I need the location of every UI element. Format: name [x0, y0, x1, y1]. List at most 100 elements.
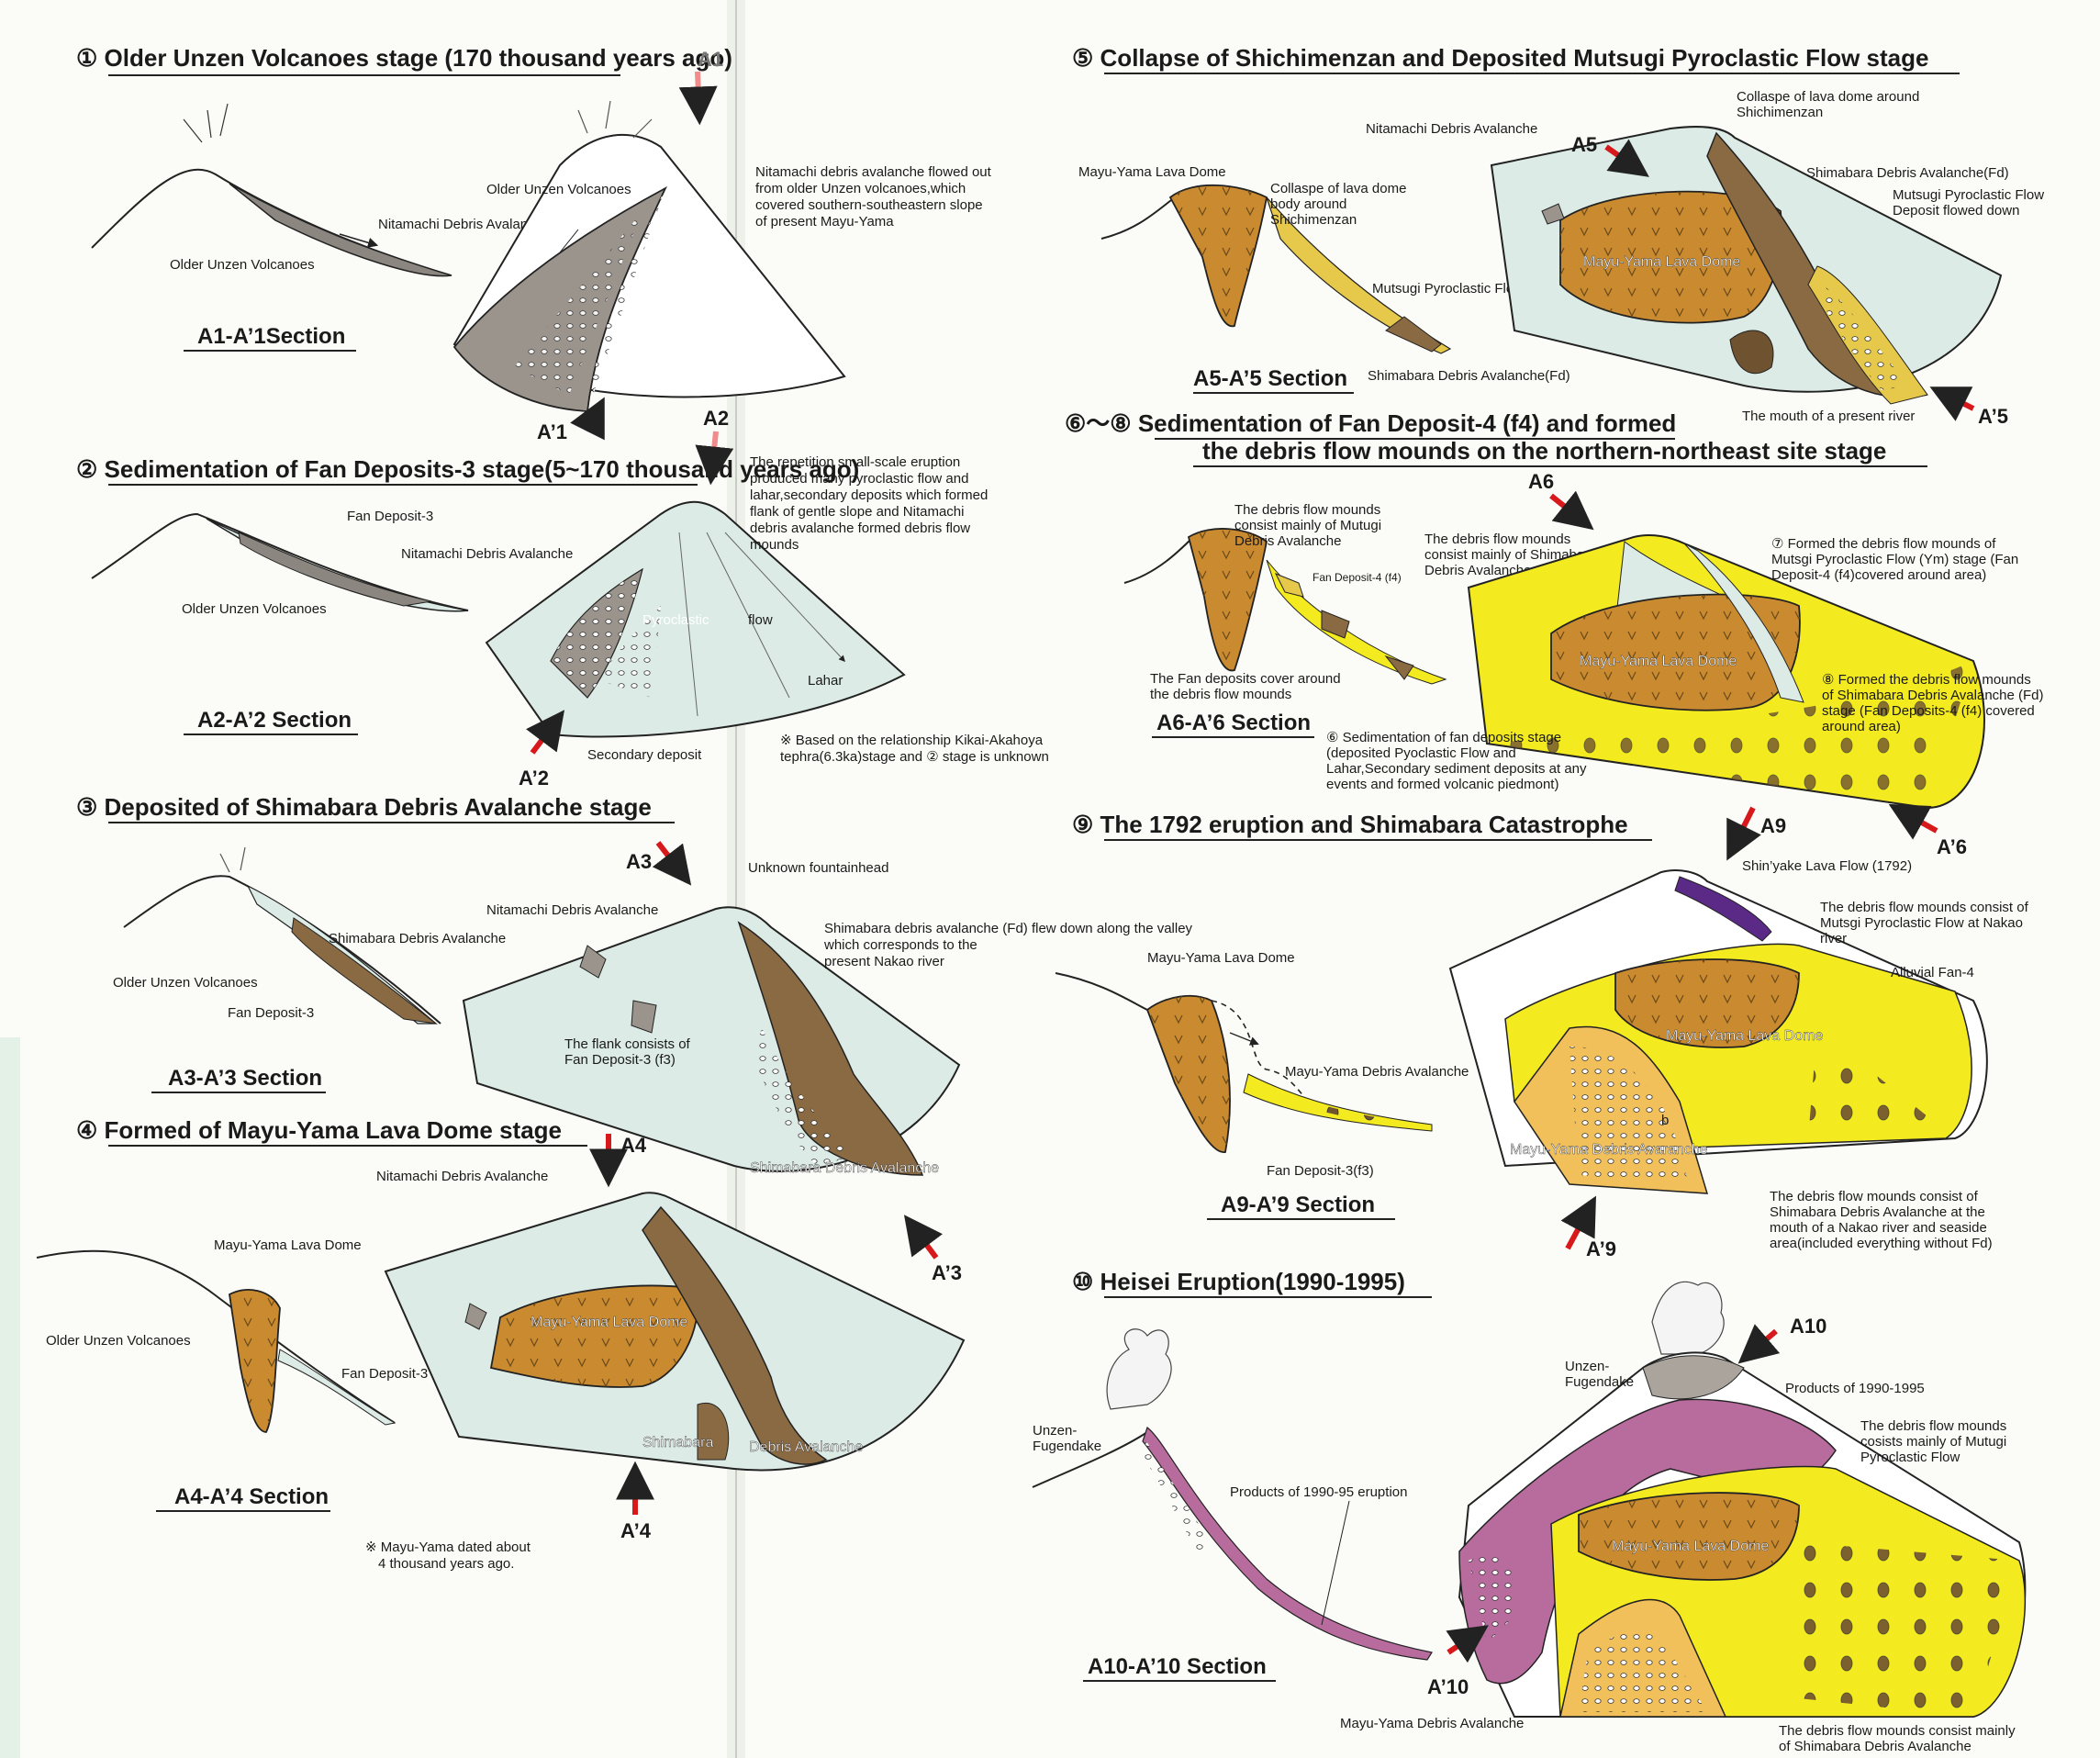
- dome-label: Mayu-Yama Lava Dome: [1583, 254, 1740, 270]
- dome-label: Mayu-Yama Lava Dome: [531, 1315, 687, 1330]
- marker-a3: A3: [626, 850, 652, 873]
- mayu-label: Mayu-Yama Lava Dome: [1078, 164, 1226, 180]
- flank-label: The flank consists of Fan Deposit-3 (f3): [564, 1036, 694, 1068]
- stage-9: ⑨ The 1792 eruption and Shimabara Catast…: [1056, 808, 2032, 1260]
- fugendake-map-label: Unzen- Fugendake: [1565, 1359, 1634, 1390]
- stage-10-title: ⑩ Heisei Eruption(1990-1995): [1072, 1268, 1405, 1295]
- section-a4: A4-A’4 Section: [174, 1484, 329, 1509]
- footnote-line: tephra(6.3ka)stage and ② stage is unknow…: [780, 749, 1049, 765]
- stage-3-note: Shimabara debris avalanche (Fd) flew dow…: [823, 921, 1196, 969]
- collapse-line: Shichimenzan: [1270, 212, 1357, 228]
- shimabara-label: Shimabara Debris Avalanche(Fd): [1368, 368, 1570, 384]
- products-profile-label: Products of 1990-95 eruption: [1230, 1484, 1407, 1500]
- collapse-line: body around: [1270, 196, 1346, 212]
- debris-av-label: Debris Avalanche: [749, 1439, 863, 1455]
- shimabara-map-label: Shimabara Debris Avalanche(Fd): [1806, 165, 2009, 181]
- mounds-line: Shimabara Debris Avalanche at the: [1770, 1204, 1985, 1220]
- flank-line: The flank consists of: [564, 1036, 691, 1052]
- stage-3-title: ③ Deposited of Shimabara Debris Avalanch…: [76, 793, 652, 821]
- fan3-label: Fan Deposit-3(f3): [1267, 1163, 1374, 1179]
- note6-line: events and formed volcanic piedmont): [1326, 777, 1558, 792]
- stage-4-map: [385, 1193, 964, 1470]
- arrow-icon: [1895, 808, 1937, 831]
- dome-label: Mayu-Yama Lava Dome: [1580, 654, 1737, 669]
- stage-2-footnote: ※ Based on the relationship Kikai-Akahoy…: [780, 733, 1049, 765]
- note-line: which corresponds to the: [823, 937, 977, 953]
- pyroclastic-label: Pyroclastic: [642, 612, 709, 628]
- marker-a4: A4: [620, 1134, 647, 1157]
- stage-2-title: ② Sedimentation of Fan Deposits-3 stage(…: [76, 455, 859, 483]
- fan-cover-line: the debris flow mounds: [1150, 687, 1291, 702]
- leader-line: [1322, 1501, 1349, 1625]
- mutsugi-line: Mutsugi Pyroclastic Flow: [1893, 187, 2044, 203]
- flow-label: flow: [748, 612, 773, 628]
- stage-1: ① Older Unzen Volcanoes stage (170 thous…: [76, 44, 995, 443]
- nitamachi-label: Nitamachi Debris Avalanche: [376, 1169, 548, 1184]
- older-volcanoes-map-label: Older Unzen Volcanoes: [486, 182, 631, 197]
- mayu-label: Mayu-Yama Lava Dome: [1147, 950, 1295, 966]
- collapse-line: Shichimenzan: [1737, 105, 1823, 120]
- mutsugi-down-label: Mutsugi Pyroclastic Flow Deposit flowed …: [1893, 187, 2048, 218]
- marker-a5-prime: A’5: [1978, 405, 2008, 428]
- mounds-line: The debris flow mounds: [1234, 502, 1380, 518]
- collapse-line: Collaspe of lava dome around: [1737, 89, 1919, 105]
- collapse-line: Collaspe of lava dome: [1270, 181, 1406, 196]
- mounds-line: area(included everything without Fd): [1770, 1236, 1993, 1251]
- arrow-icon: [1730, 808, 1753, 854]
- marker-a1-prime: A’1: [537, 420, 567, 443]
- arrow-icon: [1551, 496, 1588, 525]
- fugendake-profile-label: Unzen- Fugendake: [1033, 1423, 1101, 1454]
- volcano-icon: [1652, 1282, 1724, 1354]
- marker-a10: A10: [1790, 1315, 1826, 1338]
- footnote-line: 4 thousand years ago.: [378, 1556, 514, 1572]
- marker-a2: A2: [703, 407, 729, 430]
- fan-cover-line: The Fan deposits cover around: [1150, 671, 1341, 687]
- marker-a9-prime: A’9: [1586, 1237, 1616, 1260]
- stage-4-footnote: ※ Mayu-Yama dated about 4 thousand years…: [365, 1540, 534, 1572]
- note-line: debris avalanche formed debris flow: [750, 521, 970, 536]
- dome-label: Mayu-Yama Lava Dome: [1666, 1028, 1823, 1044]
- shimabara-label: Shimabara Debris Avalanche: [329, 931, 506, 946]
- shimabara-map-label: Shimabara Debris Avalanche: [750, 1160, 939, 1176]
- section-a2: A2-A’2 Section: [197, 708, 352, 733]
- mounds-line: Mutsgi Pyroclastic Flow at Nakao: [1820, 915, 2023, 931]
- stage-2-profile: [92, 514, 468, 611]
- note-line: produced many pyroclastic flow and: [750, 471, 968, 487]
- fugendake-line: Unzen-: [1033, 1423, 1077, 1439]
- stage-2-note: The repetition small-scale eruption prod…: [750, 454, 991, 553]
- note-line: The repetition small-scale eruption: [750, 454, 960, 470]
- marker-a10-prime: A’10: [1427, 1675, 1469, 1698]
- footnote-line: ※ Based on the relationship Kikai-Akahoy…: [780, 733, 1044, 748]
- note-line: present Nakao river: [824, 954, 944, 969]
- b-label: b: [1661, 1113, 1669, 1128]
- nitamachi-label: Nitamachi Debris Avalanche: [486, 902, 658, 918]
- mounds-line: The debris flow mounds consist mainly: [1779, 1723, 2016, 1739]
- marker-a6: A6: [1528, 470, 1554, 493]
- note6-line: Lahar,Secondary sediment deposits at any: [1326, 761, 1587, 777]
- arrow-icon: [909, 1221, 936, 1258]
- fan4-label: Fan Deposit-4 (f4): [1312, 571, 1402, 584]
- fan3-label: Fan Deposit-3: [341, 1366, 428, 1382]
- stage-1-map: [454, 101, 844, 411]
- flank-line: Fan Deposit-3 (f3): [564, 1052, 676, 1068]
- mutsugi-line: Deposit flowed down: [1893, 203, 2019, 218]
- stage-2: ② Sedimentation of Fan Deposits-3 stage(…: [76, 407, 1049, 789]
- stage-5: ⑤ Collapse of Shichimenzan and Deposited…: [1072, 44, 2048, 428]
- note-line: flank of gentle slope and Nitamachi: [750, 504, 964, 520]
- note6-label: ⑥ Sedimentation of fan deposits stage (d…: [1326, 730, 1591, 792]
- lahar-label: Lahar: [808, 673, 843, 689]
- collapse-body-label: Collaspe of lava dome body around Shichi…: [1270, 181, 1411, 228]
- older-volcanoes-label: Older Unzen Volcanoes: [113, 975, 258, 991]
- arrow-icon: [658, 843, 687, 879]
- stage-1-profile: [92, 104, 452, 276]
- arrow-icon: [587, 404, 601, 431]
- note-line: Nitamachi debris avalanche flowed out: [755, 164, 992, 180]
- note7-label: ⑦ Formed the debris flow mounds of Mutsg…: [1771, 536, 2022, 583]
- footnote-line: ※ Mayu-Yama dated about: [365, 1540, 531, 1555]
- fountainhead-label: Unknown fountainhead: [748, 860, 888, 876]
- stage-9-title: ⑨ The 1792 eruption and Shimabara Catast…: [1072, 811, 1628, 838]
- mounds-shimabara-label: The debris flow mounds consist mainly of…: [1779, 1723, 2019, 1754]
- alluvial-label: Alluvial Fan-4: [1891, 965, 1974, 980]
- mayu-label: Mayu-Yama Lava Dome: [214, 1237, 362, 1253]
- nitamachi-label: Nitamachi Debris Avalanche: [1366, 121, 1537, 137]
